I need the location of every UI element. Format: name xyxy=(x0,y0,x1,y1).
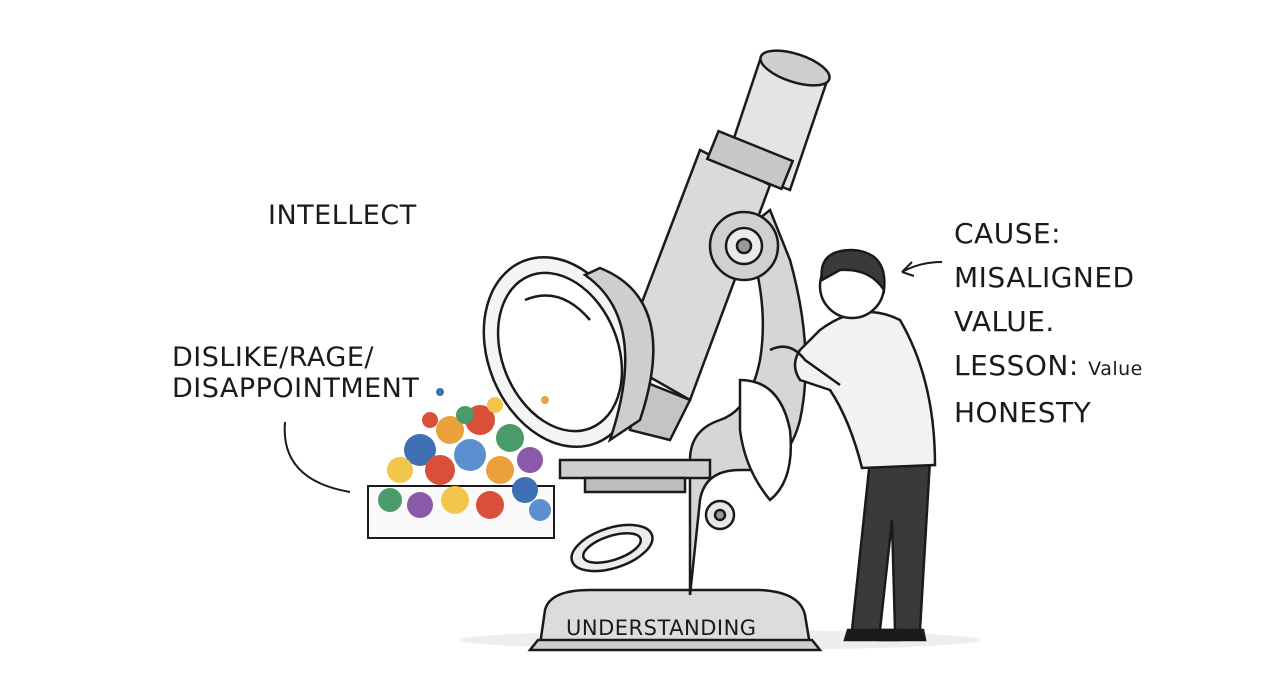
microscope-illustration xyxy=(482,49,831,652)
cause-line-1: MISALIGNED xyxy=(954,261,1135,294)
cause-line-2: VALUE. xyxy=(954,305,1055,338)
lesson-heading: LESSON: xyxy=(954,349,1079,382)
cause-heading: CAUSE: xyxy=(954,217,1062,250)
lesson-line: LESSON: Value xyxy=(954,344,1143,391)
pointer-arrow xyxy=(901,261,943,273)
base-understanding-label: UNDERSTANDING xyxy=(566,616,757,640)
arrow-head xyxy=(901,261,915,277)
person-arm xyxy=(769,345,841,387)
emotion-connector xyxy=(283,421,351,493)
emotion-line-1: DISLIKE/RAGE/ xyxy=(172,342,374,373)
emotion-label: DISLIKE/RAGE/ DISAPPOINTMENT xyxy=(172,342,419,404)
cause-lesson-label: CAUSE: MISALIGNED VALUE. LESSON: Value H… xyxy=(954,212,1143,435)
intellect-label: INTELLECT xyxy=(268,200,417,231)
emotion-box xyxy=(367,388,555,539)
person-legs xyxy=(850,458,932,632)
lens-rim xyxy=(582,266,655,444)
lesson-small: Value xyxy=(1088,358,1143,380)
person-shirt xyxy=(793,310,937,470)
microscope-base xyxy=(538,588,812,647)
microscope-stage xyxy=(558,458,712,480)
person-hair xyxy=(820,248,886,294)
person-illustration xyxy=(769,248,937,642)
confetti-pile xyxy=(378,388,551,521)
microscope-foot xyxy=(527,638,823,652)
emotion-line-2: DISAPPOINTMENT xyxy=(172,373,420,405)
lesson-value: HONESTY xyxy=(954,396,1092,429)
